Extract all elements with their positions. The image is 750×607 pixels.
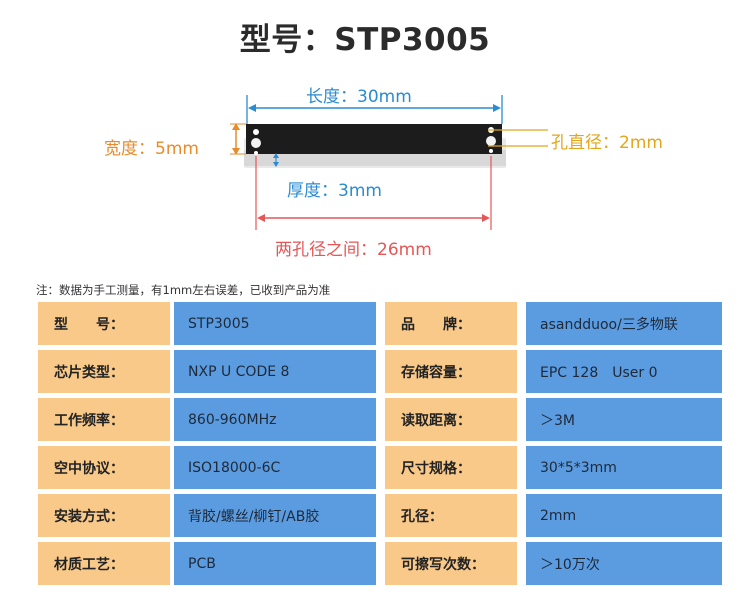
spec-value: PCB — [174, 542, 376, 585]
spec-value: asandduoo/三多物联 — [526, 302, 722, 345]
spec-label: 读取距离： — [385, 398, 517, 441]
spec-value: ＞3M — [526, 398, 722, 441]
spec-label: 安装方式： — [38, 494, 170, 537]
spec-label: 品 牌： — [385, 302, 517, 345]
spec-label: 孔径： — [385, 494, 517, 537]
width-label: 宽度：5mm — [104, 139, 199, 159]
spec-value: STP3005 — [174, 302, 376, 345]
spec-label: 存储容量： — [385, 350, 517, 393]
hole-spacing-label: 两孔径之间：26mm — [275, 240, 432, 260]
measurement-note: 注：数据为手工测量，有1mm左右误差，已收到产品为准 — [36, 283, 331, 297]
spec-value: ISO18000-6C — [174, 446, 376, 489]
hole-diameter-label: 孔直径：2mm — [551, 133, 663, 153]
tag-body — [246, 124, 502, 154]
spec-label: 型 号： — [38, 302, 170, 345]
spec-value: 2mm — [526, 494, 722, 537]
length-label: 长度：30mm — [306, 87, 412, 107]
spec-value: EPC 128 User 0 — [526, 350, 722, 393]
thickness-label: 厚度：3mm — [287, 181, 382, 201]
tag-dimension-diagram — [230, 95, 548, 230]
spec-value: 背胶/螺丝/柳钉/AB胶 — [174, 494, 376, 537]
spec-value: NXP U CODE 8 — [174, 350, 376, 393]
right-hole — [486, 127, 496, 153]
spec-label: 工作频率： — [38, 398, 170, 441]
spec-label: 可擦写次数： — [385, 542, 517, 585]
spec-label: 芯片类型： — [38, 350, 170, 393]
spec-value: ＞10万次 — [526, 542, 722, 585]
spec-value: 860-960MHz — [174, 398, 376, 441]
left-hole — [251, 129, 261, 155]
spec-label: 材质工艺： — [38, 542, 170, 585]
page-title: 型号：STP3005 — [239, 22, 491, 58]
spec-label: 尺寸规格： — [385, 446, 517, 489]
spec-value: 30*5*3mm — [526, 446, 722, 489]
spec-label: 空中协议： — [38, 446, 170, 489]
